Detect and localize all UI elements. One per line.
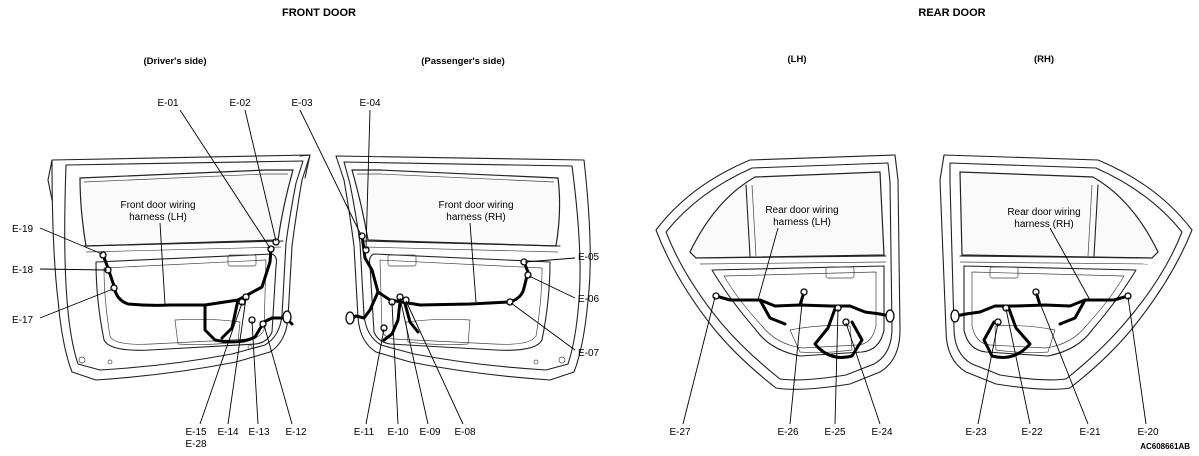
label-e28: E-28 [185, 439, 207, 450]
label-e08: E-08 [454, 427, 476, 438]
label-e27: E-27 [669, 427, 691, 438]
connector-e06 [524, 271, 532, 279]
harness-labels: Front door wiring harness (LH) Front doo… [120, 200, 1080, 230]
rear-lh-label: (LH) [788, 54, 807, 65]
label-e01: E-01 [157, 98, 179, 109]
label-e19: E-19 [12, 224, 34, 235]
label-e24: E-24 [871, 427, 893, 438]
harness-rear-rh-line2: harness (RH) [1014, 219, 1073, 230]
label-e22: E-22 [1021, 427, 1043, 438]
rear-rh-label: (RH) [1034, 54, 1054, 65]
label-e15: E-15 [185, 427, 207, 438]
harness-rear-lh-line1: Rear door wiring [765, 205, 838, 216]
connectors-front-lh [99, 238, 292, 328]
drivers-side-label: (Driver's side) [144, 56, 207, 67]
label-e20: E-20 [1137, 427, 1159, 438]
connector-e03 [358, 232, 366, 240]
front-door-title: FRONT DOOR [282, 7, 356, 19]
harness-front-rh-line1: Front door wiring [438, 200, 513, 211]
rear-door-title: REAR DOOR [918, 7, 985, 19]
harness-front-lh-line2: harness (LH) [129, 212, 187, 223]
rear-door-lh-drawing [655, 154, 901, 390]
connector-e02 [272, 238, 280, 246]
label-e05: E-05 [578, 252, 600, 263]
connector-front-lh-end [282, 310, 292, 324]
connectors-rear-rh [950, 288, 1132, 326]
harness-front-lh-line1: Front door wiring [120, 200, 195, 211]
connector-e12 [259, 320, 267, 328]
connector-e27 [712, 292, 720, 300]
label-e13: E-13 [248, 427, 270, 438]
front-door-rh-drawing [335, 155, 591, 381]
passengers-side-label: (Passenger's side) [421, 56, 505, 67]
connector-e26 [800, 288, 808, 296]
connector-rear-lh-end [885, 309, 895, 323]
label-e18: E-18 [12, 265, 34, 276]
label-e25: E-25 [824, 427, 846, 438]
connector-e19 [99, 251, 107, 259]
harness-front-rh-line2: harness (RH) [446, 212, 505, 223]
front-door-lh-drawing [47, 154, 311, 381]
connector-e17 [110, 284, 118, 292]
label-e06: E-06 [578, 294, 600, 305]
label-e09: E-09 [419, 427, 441, 438]
label-e17: E-17 [12, 315, 34, 326]
rear-rh-window [959, 171, 1159, 259]
front-rh-window [351, 169, 561, 247]
rear-lh-window [689, 171, 885, 259]
label-e11: E-11 [354, 427, 375, 438]
label-e12: E-12 [285, 427, 307, 438]
connector-e08 [402, 296, 410, 304]
label-e26: E-26 [777, 427, 799, 438]
label-e14: E-14 [217, 427, 239, 438]
label-e02: E-02 [229, 98, 251, 109]
label-e21: E-21 [1079, 427, 1101, 438]
figure-code: AC608661AB [1140, 442, 1190, 451]
rear-door-rh-drawing [939, 154, 1193, 390]
connector-e24 [842, 318, 850, 326]
connectors-rear-lh [712, 288, 895, 326]
label-e07: E-07 [578, 348, 600, 359]
label-e04: E-04 [359, 98, 381, 109]
connector-front-rh-end [345, 311, 355, 325]
label-e10: E-10 [387, 427, 409, 438]
connector-e21 [1032, 288, 1040, 296]
harness-rear-lh-line2: harness (LH) [773, 217, 831, 228]
label-e23: E-23 [965, 427, 987, 438]
label-e03: E-03 [291, 98, 313, 109]
connector-rear-rh-end [950, 309, 960, 323]
connector-labels: E-01 E-02 E-03 E-04 E-05 E-06 E-07 E-08 … [12, 98, 1159, 450]
harness-rear-rh-line1: Rear door wiring [1007, 207, 1080, 218]
leader-lines [39, 109, 1147, 425]
